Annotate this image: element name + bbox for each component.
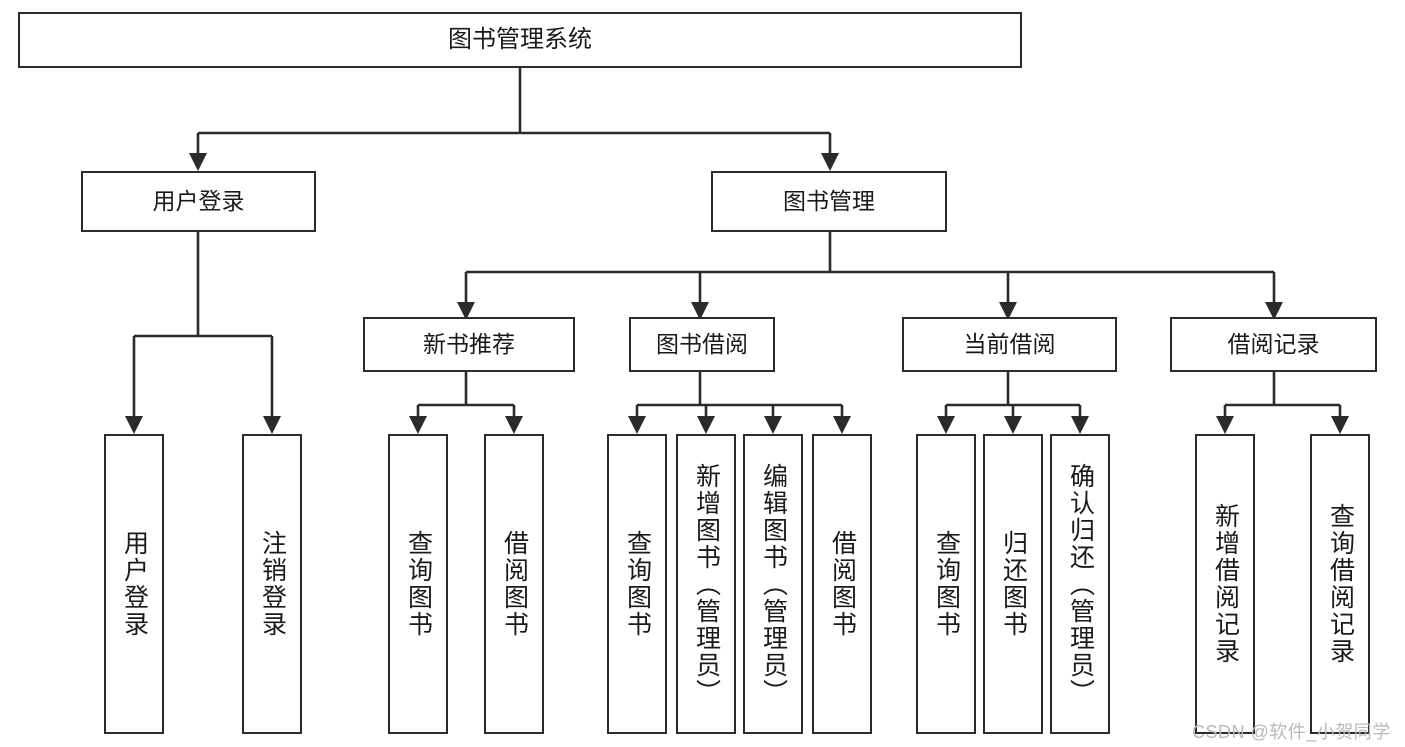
node-current-borrow-label: 当前借阅 — [963, 330, 1056, 357]
node-book-manage[interactable]: 图书管理 — [711, 171, 947, 232]
node-leaf-query-record[interactable]: 查询借阅记录 — [1310, 434, 1370, 734]
node-leaf-add-book[interactable]: 新增图书（管理员） — [676, 434, 736, 734]
node-user-login-label: 用户登录 — [152, 187, 245, 214]
csdn-watermark: CSDN @软件_小贺同学 — [1192, 722, 1391, 742]
node-leaf-confirm-return[interactable]: 确认归还（管理员） — [1050, 434, 1110, 734]
node-leaf-borrow-book-1-label: 借阅图书 — [500, 530, 529, 638]
node-root[interactable]: 图书管理系统 — [18, 12, 1022, 68]
node-leaf-query-book-3-label: 查询图书 — [932, 530, 961, 638]
node-leaf-return-book-label: 归还图书 — [999, 530, 1028, 638]
node-book-manage-label: 图书管理 — [783, 187, 875, 214]
node-leaf-edit-book[interactable]: 编辑图书（管理员） — [743, 434, 803, 734]
node-leaf-user-login[interactable]: 用户登录 — [104, 434, 164, 734]
node-borrow-record-label: 借阅记录 — [1227, 330, 1320, 357]
node-user-login[interactable]: 用户登录 — [81, 171, 316, 232]
node-leaf-add-record[interactable]: 新增借阅记录 — [1195, 434, 1255, 734]
node-leaf-borrow-book-2-label: 借阅图书 — [828, 530, 857, 638]
node-new-book-recommend-label: 新书推荐 — [423, 330, 515, 357]
node-leaf-borrow-book-2[interactable]: 借阅图书 — [812, 434, 872, 734]
node-leaf-user-login-label: 用户登录 — [120, 530, 149, 638]
node-root-label: 图书管理系统 — [448, 25, 592, 53]
node-current-borrow[interactable]: 当前借阅 — [902, 317, 1117, 372]
node-borrow-record[interactable]: 借阅记录 — [1170, 317, 1377, 372]
node-leaf-confirm-return-label: 确认归还（管理员） — [1066, 462, 1095, 706]
node-book-borrow-label: 图书借阅 — [656, 330, 748, 357]
node-leaf-add-record-label: 新增借阅记录 — [1211, 503, 1240, 665]
node-leaf-logout[interactable]: 注销登录 — [242, 434, 302, 734]
node-leaf-query-book-3[interactable]: 查询图书 — [916, 434, 976, 734]
node-book-borrow[interactable]: 图书借阅 — [629, 317, 775, 372]
node-leaf-query-book-2-label: 查询图书 — [623, 530, 652, 638]
node-leaf-logout-label: 注销登录 — [258, 530, 287, 638]
node-leaf-query-record-label: 查询借阅记录 — [1326, 503, 1355, 665]
node-leaf-borrow-book-1[interactable]: 借阅图书 — [484, 434, 544, 734]
node-leaf-query-book-1[interactable]: 查询图书 — [388, 434, 448, 734]
node-leaf-query-book-1-label: 查询图书 — [404, 530, 433, 638]
node-leaf-return-book[interactable]: 归还图书 — [983, 434, 1043, 734]
node-new-book-recommend[interactable]: 新书推荐 — [363, 317, 575, 372]
node-leaf-query-book-2[interactable]: 查询图书 — [607, 434, 667, 734]
node-leaf-add-book-label: 新增图书（管理员） — [692, 462, 721, 706]
node-leaf-edit-book-label: 编辑图书（管理员） — [759, 462, 788, 706]
